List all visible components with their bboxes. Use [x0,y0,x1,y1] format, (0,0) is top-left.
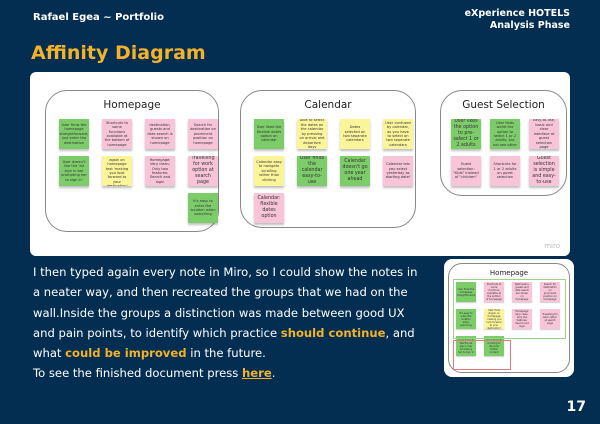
sticky-note[interactable]: User finds the homepage straightforward [456,282,476,302]
sticky-note[interactable]: Guest selection: "Kids" instead of "chil… [451,156,481,186]
sticky-note[interactable]: Travelling for work option at search pag… [540,309,560,329]
sticky-note[interactable]: User find it again on homepage text 'mak… [102,156,132,186]
document-link[interactable]: here [241,366,272,381]
sticky-note[interactable]: Homepage: Very clean. Only two features:… [512,309,532,329]
sticky-note[interactable]: User likes the option to pre-select 1 or… [451,119,481,149]
sticky-note[interactable]: Destination, guests and date search are … [512,282,532,302]
empty-slot [102,193,132,223]
miro-logo: miro [544,242,560,250]
sticky-note[interactable]: Search for destination on prominent posi… [188,119,218,149]
group-title: Homepage [489,269,529,277]
sticky-note[interactable]: User finds the calendar easy-to-use [297,156,327,186]
sticky-note[interactable]: Shortcuts to some functions available at… [102,119,132,149]
sticky-note[interactable]: Calendar easy to navigate scrolling rath… [254,156,284,186]
sticky-note[interactable]: destination, guests and date search is s… [145,119,175,149]
page-number: 17 [566,399,586,415]
description-paragraph: I then typed again every note in Miro, s… [33,262,423,384]
sticky-note[interactable]: Search for destination on prominent posi… [540,282,560,302]
sticky-note[interactable]: Dates selected on two separate calendars [340,119,370,149]
highlight-improve: could be improved [65,346,187,361]
sticky-note[interactable]: Calendar lets you select yesterday as st… [383,156,413,186]
sticky-note[interactable]: Travelling for work option at search pag… [188,156,218,186]
page-title: Affinity Diagram [31,42,206,64]
sticky-note[interactable]: Easy-to-use, basic and clear interface a… [529,119,559,149]
highlight-good: should continue [280,325,386,340]
sticky-note[interactable]: Homepage: Very clean. Only two features:… [145,156,175,186]
group-title: Guest Selection [462,99,545,111]
sticky-note[interactable]: It's easy to enter the location when sea… [188,193,218,223]
text: , and what [33,325,415,361]
group-title: Homepage [103,99,161,111]
text: in the future. [186,346,266,361]
sticky-note[interactable]: User doesn't like the ad sign in bar pro… [456,336,476,356]
sticky-note[interactable]: User finds weird the option to select 1 … [490,119,520,149]
sticky-note[interactable]: Guest selection is simple and easy-to-us… [529,156,559,186]
portfolio-author: Rafael Egea ~ Portfolio [33,12,164,23]
project-phase: Analysis Phase [489,20,570,31]
text: . [271,366,276,381]
text: I then typed again every note in Miro, s… [33,265,418,340]
sticky-note[interactable]: It's easy to enter the location when sea… [456,309,476,329]
good-ux-outline [453,279,566,339]
sticky-note[interactable]: User finds slogan on homepage 'making yo… [484,309,504,329]
empty-slot [145,193,175,223]
project-name: eXperience HOTELS [464,8,570,19]
text: To see the finished document press [33,366,242,381]
sticky-note[interactable]: User finds the homepage straightforward;… [59,119,89,149]
sticky-note[interactable]: Calendar: flexible dates option [254,193,284,223]
sticky-note[interactable]: Shortcuts for 1 or 2 adults on guest sel… [490,156,520,186]
empty-slot [59,193,89,223]
group-title: Calendar [304,99,352,111]
sticky-note[interactable]: User doesn't like the 'ad sign in bar pr… [59,156,89,186]
sticky-note[interactable]: User liked the flexible dates option on … [254,119,284,149]
sticky-note[interactable]: User confused by calendar, as you have t… [383,119,413,149]
sticky-note[interactable]: Able to select the dates on the calendar… [297,119,327,149]
sticky-note[interactable]: Shortcuts to some functions available at… [484,282,504,302]
pain-point-outline [453,340,511,370]
sticky-note[interactable]: Calendar doesn't go one year ahead [340,156,370,186]
